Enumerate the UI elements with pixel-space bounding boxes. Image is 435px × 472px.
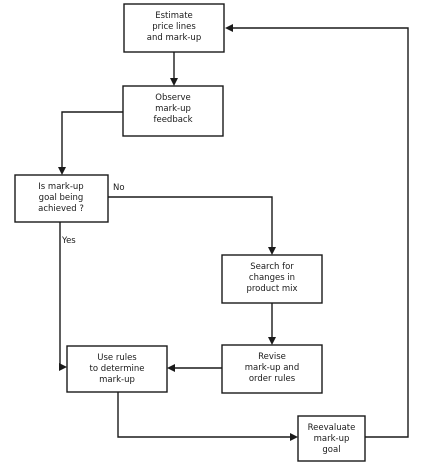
node-revise-line-1: Revise (258, 352, 286, 362)
node-observe: Observe mark-up feedback (122, 85, 224, 137)
node-reevaluate-line-1: Reevaluate (308, 423, 356, 433)
arrow-reevaluate-to-estimate (225, 24, 233, 32)
edge-label-yes: Yes (61, 236, 76, 246)
node-decision-line-1: Is mark-up (38, 182, 83, 192)
arrow-estimate-to-observe (170, 78, 178, 86)
arrow-observe-to-decision (58, 167, 66, 175)
arrow-userules-to-reevaluate (290, 433, 298, 441)
node-decision: Is mark-up goal being achieved ? (14, 174, 109, 223)
node-observe-line-2: mark-up (155, 104, 191, 114)
node-estimate-line-1: Estimate (155, 11, 193, 21)
node-revise-line-3: order rules (249, 374, 296, 384)
arrow-decision-to-search (268, 247, 276, 255)
node-use-rules-line-2: to determine (89, 364, 144, 374)
node-search-line-1: Search for (250, 262, 294, 272)
edge-observe-to-decision (61, 111, 123, 170)
edge-decision-to-search (108, 196, 273, 250)
edge-userules-to-reevaluate (117, 392, 293, 438)
node-observe-line-1: Observe (155, 93, 191, 103)
node-estimate: Estimate price lines and mark-up (123, 3, 225, 53)
node-use-rules: Use rules to determine mark-up (66, 345, 168, 393)
arrow-revise-to-userules (167, 364, 175, 372)
node-estimate-line-3: and mark-up (147, 33, 201, 43)
edge-label-no: No (113, 183, 125, 193)
node-reevaluate-line-2: mark-up (314, 434, 350, 444)
node-revise-line-2: mark-up and (245, 363, 299, 373)
edges (58, 24, 409, 441)
node-estimate-line-2: price lines (152, 22, 196, 32)
node-observe-line-3: feedback (153, 115, 192, 125)
node-revise: Revise mark-up and order rules (221, 344, 323, 394)
arrow-search-to-revise (268, 337, 276, 345)
node-search-line-3: product mix (246, 284, 297, 294)
node-decision-line-2: goal being (39, 193, 84, 203)
edge-reevaluate-to-estimate (230, 27, 409, 438)
node-reevaluate-line-3: goal (322, 445, 340, 455)
node-search: Search for changes in product mix (221, 254, 323, 304)
node-use-rules-line-3: mark-up (99, 375, 135, 385)
node-reevaluate: Reevaluate mark-up goal (297, 415, 366, 462)
node-decision-line-3: achieved ? (38, 204, 84, 214)
node-use-rules-line-1: Use rules (97, 353, 137, 363)
node-search-line-2: changes in (249, 273, 295, 283)
